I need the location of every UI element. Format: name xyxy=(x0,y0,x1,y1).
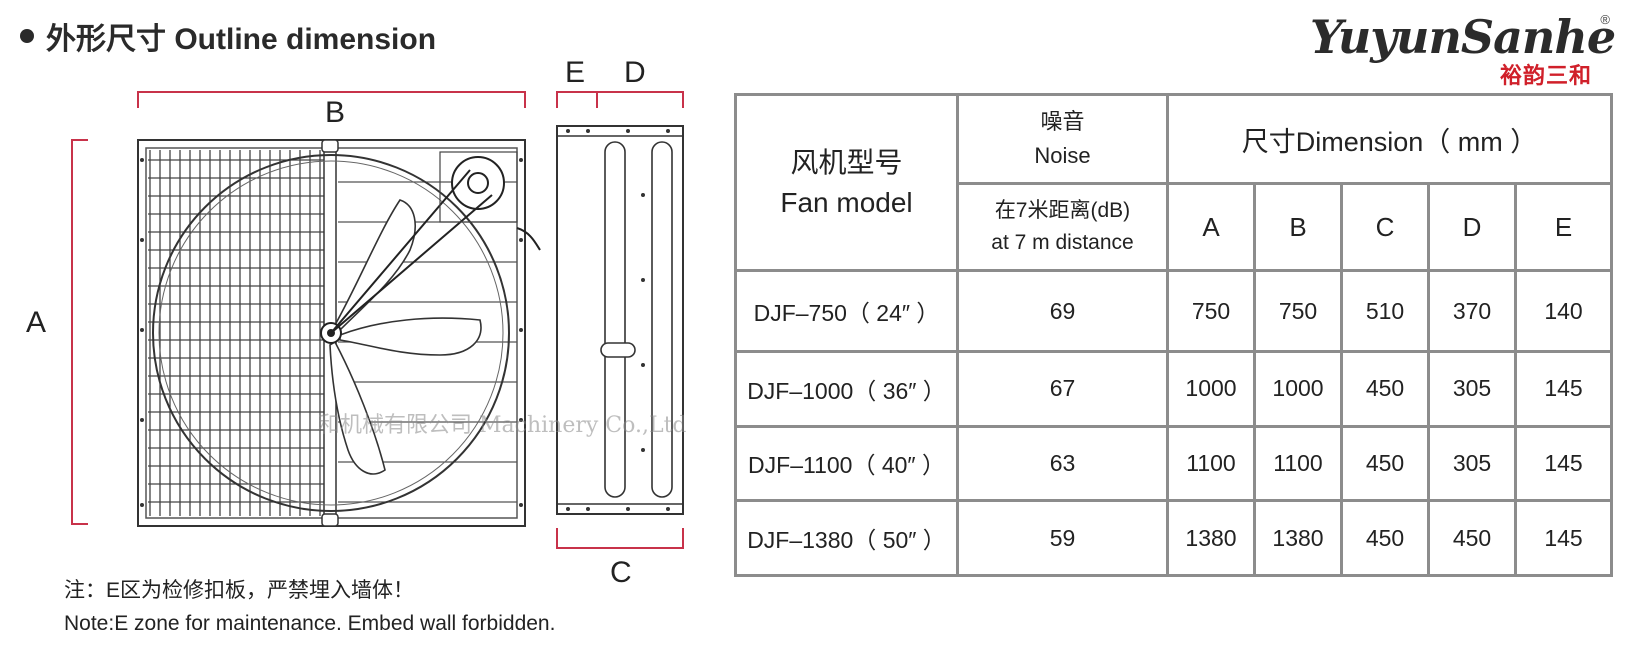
cell-d: 305 xyxy=(1427,424,1517,503)
table-row: DJF–750（ 24″ ） 69 750 750 510 370 140 xyxy=(734,269,1614,354)
dim-label-c: C xyxy=(610,556,632,589)
header-dimension: 尺寸Dimension（ mm ） xyxy=(1165,92,1614,186)
table-row: DJF–1380（ 50″ ） 59 1380 1380 450 450 145 xyxy=(734,499,1614,577)
note-english: Note:E zone for maintenance. Embed wall … xyxy=(64,612,556,635)
note-chinese: 注：E区为检修扣板，严禁埋入墙体！ xyxy=(64,579,415,602)
header-col-e: E xyxy=(1513,182,1614,273)
heading-text: 外形尺寸 Outline dimension xyxy=(46,23,437,56)
dim-label-d: D xyxy=(624,56,646,89)
header-noise: 噪音 Noise xyxy=(956,92,1169,186)
cell-a: 1000 xyxy=(1166,350,1256,428)
header-col-c: C xyxy=(1340,182,1430,273)
header-fan-model: 风机型号 Fan model xyxy=(734,92,959,273)
cell-c: 510 xyxy=(1340,269,1430,354)
cell-d: 370 xyxy=(1427,269,1517,354)
brand-logo: YuyunSanhe ® 裕韵三和 xyxy=(1310,10,1616,88)
cell-e: 145 xyxy=(1513,424,1614,503)
cell-d: 305 xyxy=(1427,350,1517,428)
cell-a: 1380 xyxy=(1166,499,1256,577)
dim-label-e: E xyxy=(565,56,586,89)
header-noise-en: Noise xyxy=(1034,143,1091,169)
header-model-en: Fan model xyxy=(780,186,913,218)
header-col-a: A xyxy=(1166,182,1256,273)
cell-e: 145 xyxy=(1513,499,1614,577)
cell-c: 450 xyxy=(1340,350,1430,428)
table-row: DJF–1100（ 40″ ） 63 1100 1100 450 305 145 xyxy=(734,424,1614,503)
header-col-b: B xyxy=(1253,182,1343,273)
cell-c: 450 xyxy=(1340,499,1430,577)
dim-label-b: B xyxy=(325,96,346,129)
header-noise-distance: 在7米距离(dB) at 7 m distance xyxy=(956,182,1169,273)
header-noise-sub-cn: 在7米距离(dB) xyxy=(994,199,1131,223)
cell-e: 140 xyxy=(1513,269,1614,354)
spec-table: 风机型号 Fan model 噪音 Noise 尺寸Dimension（ mm … xyxy=(734,92,1614,577)
cell-noise: 67 xyxy=(956,350,1169,428)
header-col-d: D xyxy=(1427,182,1517,273)
cell-model: DJF–1100（ 40″ ） xyxy=(734,424,959,503)
registered-mark: ® xyxy=(1600,12,1610,27)
logo-chinese: 裕韵三和 xyxy=(1499,63,1592,88)
cell-model: DJF–750（ 24″ ） xyxy=(734,269,959,354)
cell-model: DJF–1000（ 36″ ） xyxy=(734,350,959,428)
section-heading: 外形尺寸 Outline dimension xyxy=(20,14,436,58)
watermark-text: 和机械有限公司 Machinery Co.,Ltd xyxy=(318,413,687,438)
cell-b: 1100 xyxy=(1253,424,1343,503)
cell-a: 1100 xyxy=(1166,424,1256,503)
header-noise-sub-en: at 7 m distance xyxy=(991,231,1134,255)
fan-outline-drawing: 和机械有限公司 Machinery Co.,Ltd xyxy=(71,91,687,549)
header-noise-cn: 噪音 xyxy=(1040,109,1085,135)
cell-c: 450 xyxy=(1340,424,1430,503)
header-model-cn: 风机型号 xyxy=(790,146,903,178)
cell-a: 750 xyxy=(1166,269,1256,354)
logo-wordmark: YuyunSanhe xyxy=(1310,10,1616,64)
cell-noise: 59 xyxy=(956,499,1169,577)
table-row: DJF–1000（ 36″ ） 67 1000 1000 450 305 145 xyxy=(734,350,1614,428)
cell-b: 1380 xyxy=(1253,499,1343,577)
cell-model: DJF–1380（ 50″ ） xyxy=(734,499,959,577)
cell-d: 450 xyxy=(1427,499,1517,577)
cell-b: 1000 xyxy=(1253,350,1343,428)
dim-label-a: A xyxy=(26,306,47,339)
bullet-icon xyxy=(20,29,34,43)
cell-b: 750 xyxy=(1253,269,1343,354)
cell-noise: 69 xyxy=(956,269,1169,354)
cell-e: 145 xyxy=(1513,350,1614,428)
cell-noise: 63 xyxy=(956,424,1169,503)
